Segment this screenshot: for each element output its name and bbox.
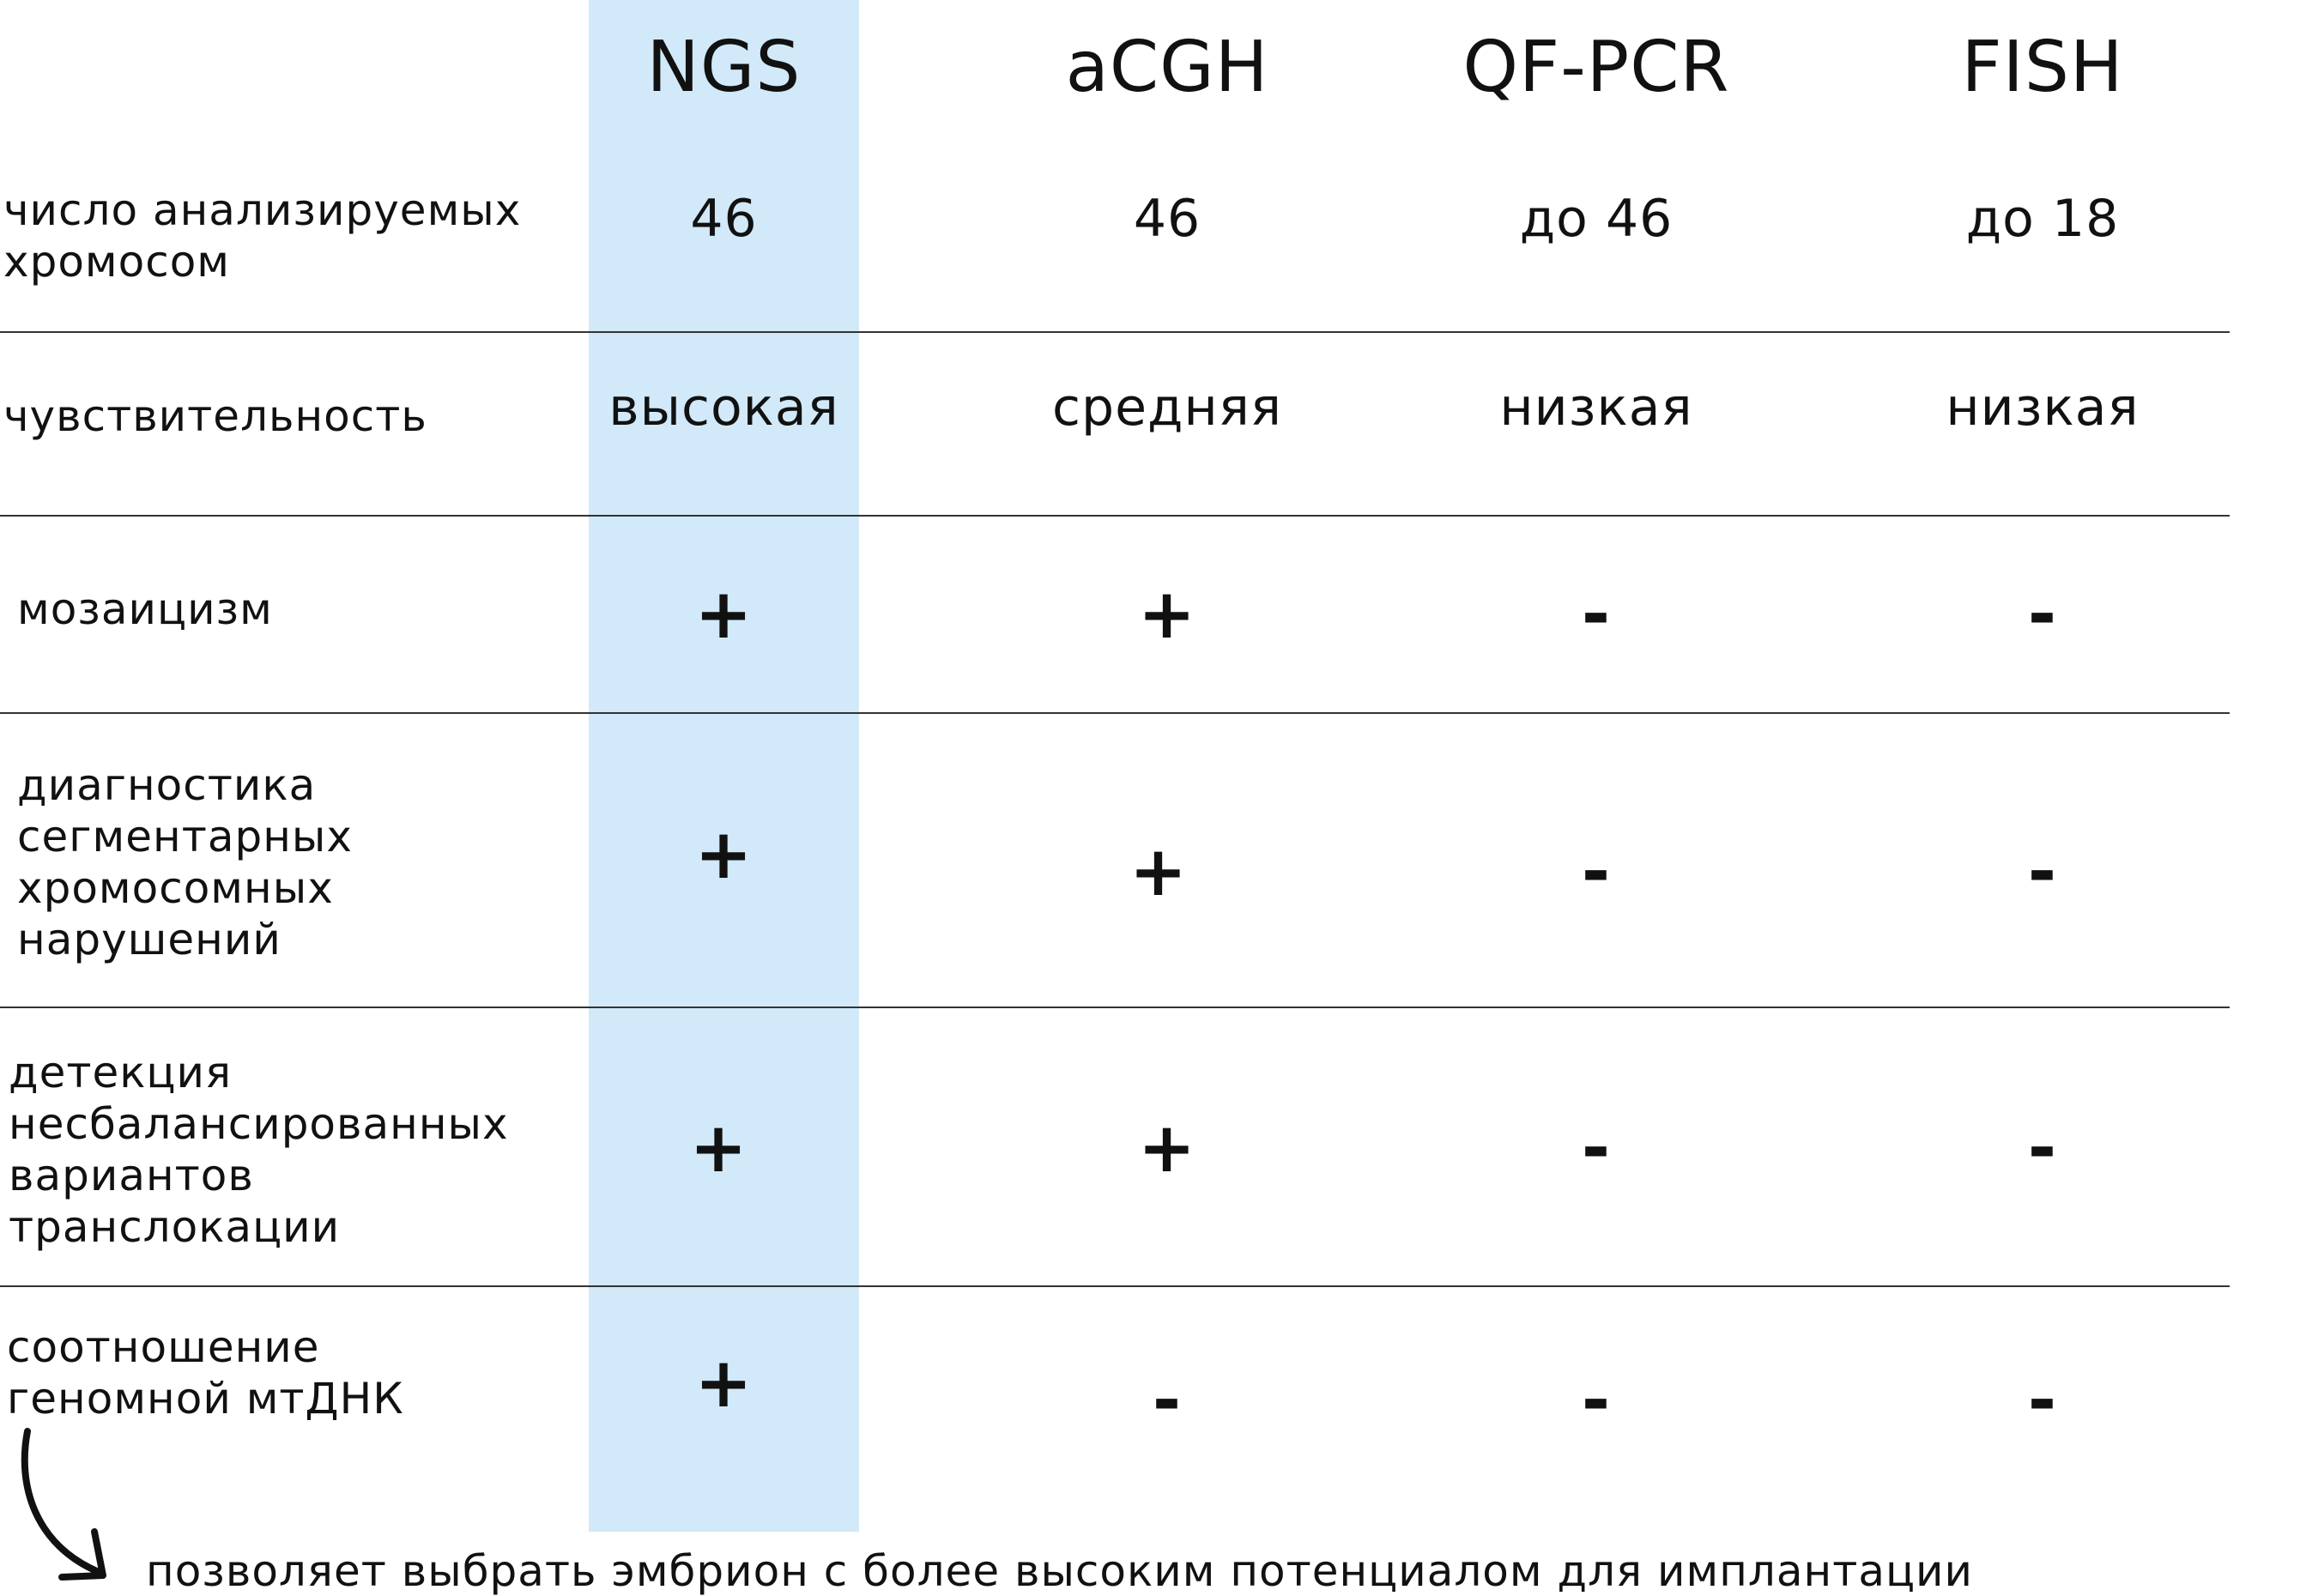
cell-fish-chromosome-count: до 18 [1965,189,2120,249]
cell-ngs-translocation: + [689,1107,748,1188]
cell-qfpcr-translocation: - [1581,1107,1612,1188]
cell-ngs-mtdna: + [694,1342,754,1423]
row-label-mtdna-ratio: соотношение геномной мтДНК [7,1322,404,1424]
cell-fish-translocation: - [2027,1107,2058,1188]
cell-acgh-mtdna: - [1152,1359,1183,1440]
row-divider [0,712,2230,714]
cell-qfpcr-mtdna: - [1581,1359,1612,1440]
cell-acgh-chromosome-count: 46 [1133,189,1201,249]
cell-qfpcr-segmental: - [1581,831,1612,911]
header-fish: FISH [1961,26,2124,108]
cell-ngs-segmental: + [694,813,754,894]
cell-qfpcr-mosaicism: - [1581,573,1612,654]
row-label-translocation-detection: детекция несбалансированных вариантов тр… [9,1048,509,1252]
cell-qfpcr-sensitivity: низкая [1499,378,1693,438]
row-divider [0,1007,2230,1008]
cell-fish-sensitivity: низкая [1946,378,2140,438]
cell-fish-mosaicism: - [2027,573,2058,654]
row-divider [0,515,2230,517]
row-label-chromosome-count: число анализируемых хромосом [3,185,522,287]
cell-acgh-segmental: + [1129,831,1189,911]
footnote-text: позволяет выбрать эмбрион с более высоки… [146,1546,1973,1596]
header-acgh: aCGH [1065,26,1269,108]
header-ngs: NGS [646,26,802,108]
cell-fish-segmental: - [2027,831,2058,911]
cell-ngs-sensitivity: высокая [608,378,839,438]
ngs-highlight-column [589,0,859,1532]
cell-fish-mtdna: - [2027,1359,2058,1440]
cell-ngs-chromosome-count: 46 [690,189,758,249]
header-qf-pcr: QF-PCR [1462,26,1730,108]
row-divider [0,1285,2230,1287]
cell-ngs-mosaicism: + [694,573,754,654]
row-label-sensitivity: чувствительность [3,391,427,441]
cell-qfpcr-chromosome-count: до 46 [1519,189,1674,249]
cell-acgh-mosaicism: + [1137,573,1197,654]
row-label-segmental-diagnostics: диагностика сегментарных хромосомных нар… [17,760,353,964]
row-label-mosaicism: мозаицизм [17,584,273,634]
cell-acgh-translocation: + [1137,1107,1197,1188]
cell-acgh-sensitivity: средняя [1052,378,1282,438]
curved-arrow-icon [21,1428,106,1581]
row-divider [0,331,2230,333]
